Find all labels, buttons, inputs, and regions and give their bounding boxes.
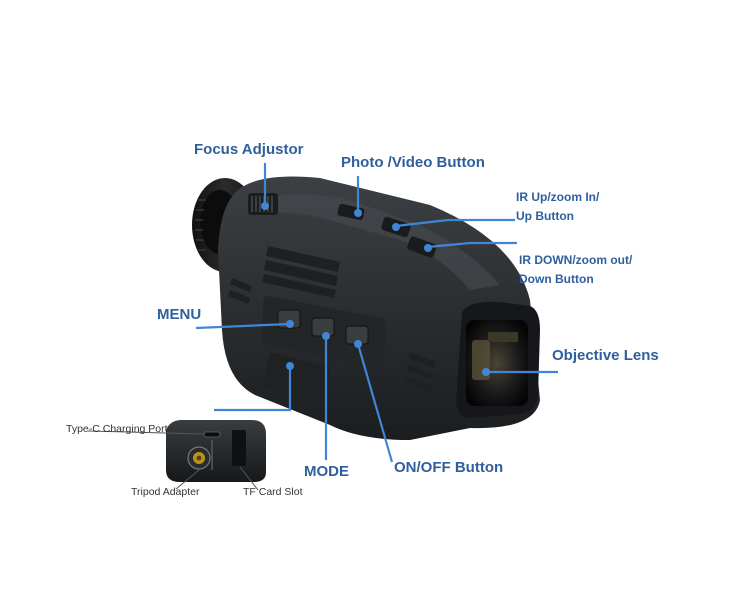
- mode-button-shape: [311, 317, 335, 337]
- leader-lines: [195, 163, 558, 463]
- label-focus-adjustor: Focus Adjustor: [194, 141, 304, 158]
- label-ir-down-line2: Down Button: [519, 272, 594, 286]
- label-on-off-button: ON/OFF Button: [394, 459, 504, 476]
- label-objective-lens: Objective Lens: [552, 347, 659, 364]
- ir-down-button-shape: [407, 236, 437, 258]
- label-photo-video-button: Photo /Video Button: [341, 154, 485, 171]
- leader-dots: [261, 202, 490, 376]
- label-ir-up-line2: Up Button: [516, 209, 574, 223]
- type-c-port-shape: [203, 431, 221, 438]
- port-detail-inset: [87, 420, 266, 491]
- night-vision-device: [192, 176, 540, 440]
- label-ir-up-line1: IR Up/zoom In/: [516, 190, 600, 204]
- label-tripod-adapter: Tripod Adapter: [131, 486, 200, 498]
- tf-card-slot-shape: [232, 430, 246, 466]
- label-mode: MODE: [304, 463, 349, 480]
- label-ir-down-button: IR DOWN/zoom out/ Down Button: [519, 251, 632, 289]
- label-menu: MENU: [157, 306, 202, 323]
- label-tf-card-slot: TF Card Slot: [243, 486, 303, 498]
- label-ir-up-button: IR Up/zoom In/ Up Button: [516, 188, 599, 226]
- label-ir-down-line1: IR DOWN/zoom out/: [519, 253, 633, 267]
- label-type-c-port: Type-C Charging Port: [66, 423, 168, 435]
